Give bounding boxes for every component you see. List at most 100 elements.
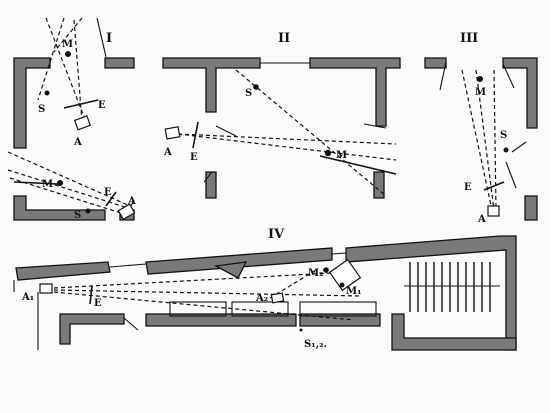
door-low-right (505, 161, 517, 189)
wall-upper-right (104, 57, 135, 69)
wall-bottom-right (524, 195, 538, 221)
label-a: A (73, 137, 82, 148)
label-a: A (163, 147, 172, 158)
camera-m1-box (328, 258, 362, 292)
source-s (253, 84, 259, 90)
panel-i: I M S E A M E S A (7, 17, 136, 221)
wall-top-left (424, 57, 447, 69)
label-m2: M₂ (308, 268, 323, 279)
label-e: E (94, 298, 102, 309)
sightline-2 (53, 289, 361, 297)
label-e: E (464, 182, 472, 193)
camera-a (487, 205, 500, 217)
camera-a2 (270, 292, 285, 304)
label-m: M (475, 87, 486, 98)
screen-e-lower (105, 191, 117, 207)
wall-top-right (502, 57, 538, 129)
sightline-top (177, 133, 397, 145)
wall-upper-left (13, 57, 51, 149)
mirror-m-upper (65, 51, 71, 57)
wall-lower-left (13, 195, 106, 221)
sightline-3 (493, 69, 497, 211)
door-top-left (439, 61, 447, 91)
ray-right (319, 155, 397, 175)
wall-upper-seg-2 (145, 247, 333, 275)
source-s-upper (44, 90, 50, 96)
wall-lower-seg-2 (145, 313, 297, 327)
sightline-3 (73, 19, 83, 123)
screen-e (192, 121, 199, 149)
wall-notch (213, 261, 248, 279)
ray-lower (13, 181, 59, 185)
screen-e (483, 181, 505, 191)
panel-ii-title: II (278, 31, 290, 46)
wall-upper-gap-1 (109, 263, 147, 268)
door-top-right (502, 63, 515, 89)
panel-i-title: I (106, 31, 112, 46)
panel-iii-title: III (460, 31, 478, 46)
bench-1 (169, 301, 227, 317)
label-m: M (62, 39, 73, 50)
sightline-3 (53, 291, 355, 321)
camera-a1 (39, 283, 53, 294)
label-m: M (336, 150, 347, 161)
sightline-1 (45, 17, 87, 123)
mirror-m1 (339, 282, 345, 288)
label-s12: S₁,₂. (304, 339, 327, 350)
wall-upper-gap-2 (331, 252, 347, 255)
wall-bottom-right (373, 171, 385, 199)
sightline-2 (37, 17, 65, 101)
mirror-m (324, 149, 332, 157)
label-m1: M₁ (346, 286, 361, 297)
screen-e-upper (63, 99, 99, 109)
label-m-lower: M (42, 179, 53, 190)
sightline-4 (53, 17, 83, 53)
door-mid-right (511, 141, 527, 153)
panel-iv-title: IV (268, 227, 285, 242)
source-s-lower (85, 208, 91, 214)
wall-bottom-left (205, 171, 217, 199)
bench-3 (299, 301, 377, 317)
label-e: E (98, 100, 106, 111)
label-a1: A₁ (21, 292, 34, 303)
camera-a-lower (117, 203, 136, 221)
label-s: S (245, 88, 252, 99)
source-s (503, 147, 509, 153)
label-s: S (38, 104, 45, 115)
wall-upper-seg-1 (15, 261, 111, 281)
wall-top-left (162, 57, 261, 113)
label-s: S (500, 130, 507, 141)
mirror-m (477, 76, 483, 82)
label-a2: A₂ (255, 293, 268, 304)
door-lower-1 (123, 317, 139, 331)
wall-lower-seg-4 (391, 313, 517, 351)
label-a-lower: A (127, 196, 136, 207)
source-s (299, 328, 303, 332)
door-right (363, 123, 387, 129)
label-s-lower: S (74, 210, 81, 221)
panel-iii: III M S E A (424, 31, 538, 225)
wall-top-right (309, 57, 401, 127)
door-lower-left (203, 171, 213, 183)
sightline-s (235, 69, 387, 197)
mirror-m2 (323, 267, 329, 273)
label-e-lower: E (104, 187, 112, 198)
sightline-7 (9, 177, 125, 215)
sightline-1 (461, 69, 493, 211)
screen-e (89, 285, 93, 305)
camera-a-upper (73, 115, 92, 131)
sightline-2 (475, 69, 495, 211)
panel-iv: IV (13, 227, 517, 351)
sightline-5 (7, 151, 131, 207)
panel-ii: II S M A E (162, 31, 401, 199)
label-e: E (190, 152, 198, 163)
mirror-m-lower (57, 180, 63, 186)
wall-lower-seg-1 (59, 313, 125, 345)
door-upper (96, 17, 107, 58)
label-a: A (477, 214, 486, 225)
door-left (215, 125, 237, 137)
staircase (404, 262, 500, 312)
sightline-1 (53, 271, 351, 289)
